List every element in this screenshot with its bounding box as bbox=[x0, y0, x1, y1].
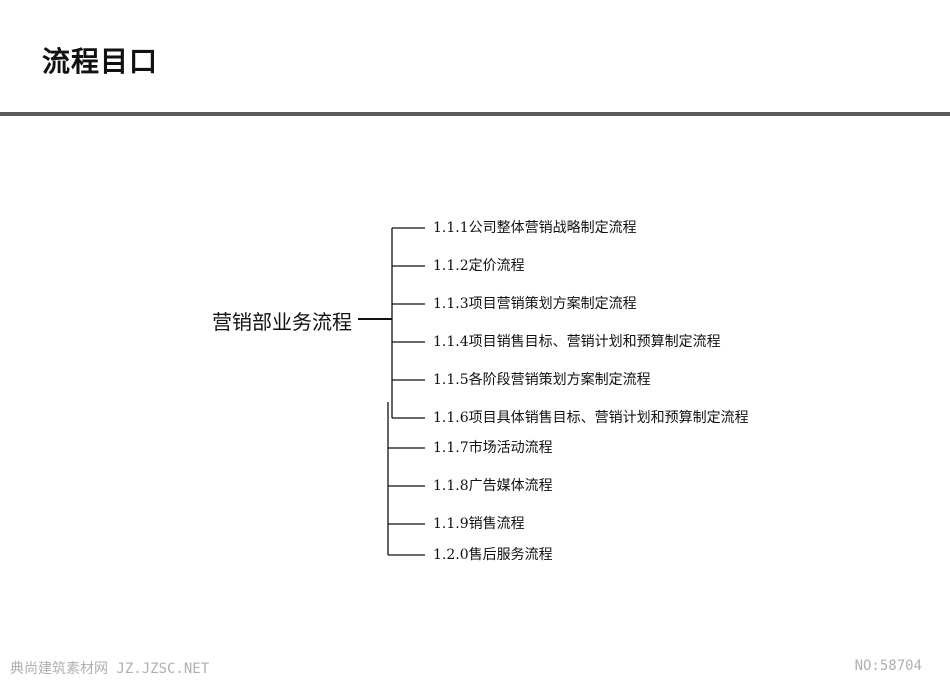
branch-label: 1.1.9销售流程 bbox=[433, 516, 525, 532]
branch-label: 1.2.0售后服务流程 bbox=[433, 547, 553, 563]
page-title: 流程目口 bbox=[42, 45, 159, 78]
branch-label: 1.1.5各阶段营销策划方案制定流程 bbox=[433, 372, 651, 388]
branch-label: 1.1.4项目销售目标、营销计划和预算制定流程 bbox=[433, 334, 721, 350]
title-divider bbox=[0, 112, 950, 116]
branch-label: 1.1.2定价流程 bbox=[433, 258, 525, 274]
root-node-label: 营销部业务流程 bbox=[212, 310, 352, 334]
branch-label: 1.1.8广告媒体流程 bbox=[433, 478, 553, 494]
watermark-site: 典尚建筑素材网 JZ.JZSC.NET bbox=[10, 661, 210, 677]
watermark-number: NO:58704 bbox=[854, 658, 922, 674]
branch-label: 1.1.7市场活动流程 bbox=[433, 440, 553, 456]
branch-label: 1.1.6项目具体销售目标、营销计划和预算制定流程 bbox=[433, 410, 749, 426]
branch-label: 1.1.1公司整体营销战略制定流程 bbox=[433, 220, 637, 236]
branch-label: 1.1.3项目营销策划方案制定流程 bbox=[433, 296, 637, 312]
